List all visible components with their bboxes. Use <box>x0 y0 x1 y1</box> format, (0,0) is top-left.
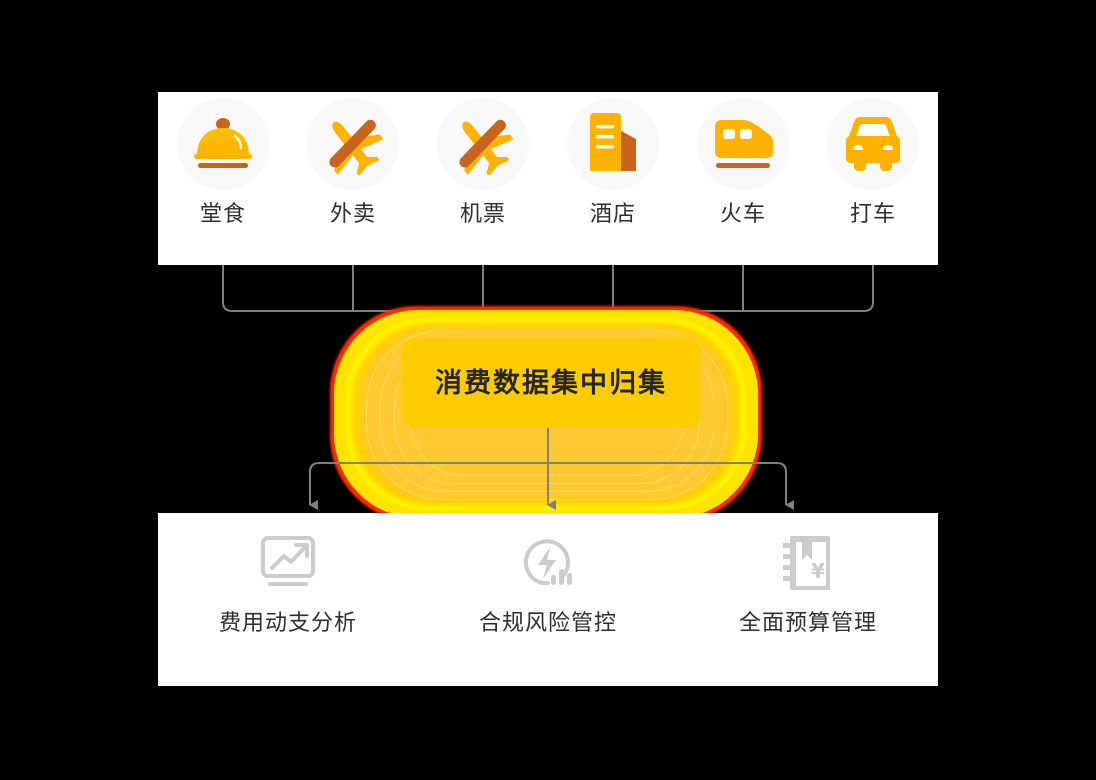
feature-icon-wrap <box>518 533 578 593</box>
budget-ledger-icon: ¥ <box>783 536 830 590</box>
channel-label: 外卖 <box>329 202 376 227</box>
channel-item-taxi[interactable]: 打车 <box>808 92 938 265</box>
channels-row: 堂食 外卖 <box>158 92 938 265</box>
channel-icon-wrap <box>177 98 269 190</box>
taxi-car-icon <box>846 117 900 171</box>
channel-label: 酒店 <box>589 202 636 227</box>
channel-icon-wrap <box>437 98 529 190</box>
feature-label: 全面预算管理 <box>738 611 877 636</box>
chart-trend-icon <box>261 536 315 586</box>
channel-item-train[interactable]: 火车 <box>678 92 808 265</box>
channel-item-takeout[interactable]: 外卖 <box>288 92 418 265</box>
feature-label: 费用动支分析 <box>218 611 357 636</box>
feature-label: 合规风险管控 <box>478 611 617 636</box>
features-panel: 费用动支分析 合规风险管控 <box>158 513 938 686</box>
takeout-airplane-icon <box>329 119 384 175</box>
train-icon <box>715 120 773 168</box>
flight-airplane-icon <box>459 119 514 175</box>
channel-item-flight[interactable]: 机票 <box>418 92 548 265</box>
channel-label: 火车 <box>719 202 766 227</box>
features-row: 费用动支分析 合规风险管控 <box>158 513 938 686</box>
channel-icon-wrap <box>827 98 919 190</box>
channels-panel: 堂食 外卖 <box>158 92 938 265</box>
feature-icon-wrap: ¥ <box>778 533 838 593</box>
channel-label: 堂食 <box>199 202 246 227</box>
channel-label: 机票 <box>459 202 506 227</box>
channel-icon-wrap <box>697 98 789 190</box>
hotel-building-icon <box>590 113 636 171</box>
hub-label-box[interactable]: 消费数据集中归集 <box>402 338 700 428</box>
feature-item-budget-management[interactable]: ¥ 全面预算管理 <box>678 513 938 686</box>
svg-text:¥: ¥ <box>811 559 825 583</box>
feature-icon-wrap <box>258 533 318 593</box>
hub-label-text: 消费数据集中归集 <box>435 367 667 399</box>
channel-icon-wrap <box>307 98 399 190</box>
feature-item-expense-analysis[interactable]: 费用动支分析 <box>158 513 418 686</box>
food-cloche-icon <box>194 118 252 168</box>
risk-lightning-icon <box>523 539 572 586</box>
channel-label: 打车 <box>849 202 896 227</box>
feature-item-compliance-risk[interactable]: 合规风险管控 <box>418 513 678 686</box>
central-hub[interactable]: 消费数据集中归集 <box>330 306 762 522</box>
channel-item-hotel[interactable]: 酒店 <box>548 92 678 265</box>
channel-item-dining[interactable]: 堂食 <box>158 92 288 265</box>
channel-icon-wrap <box>567 98 659 190</box>
